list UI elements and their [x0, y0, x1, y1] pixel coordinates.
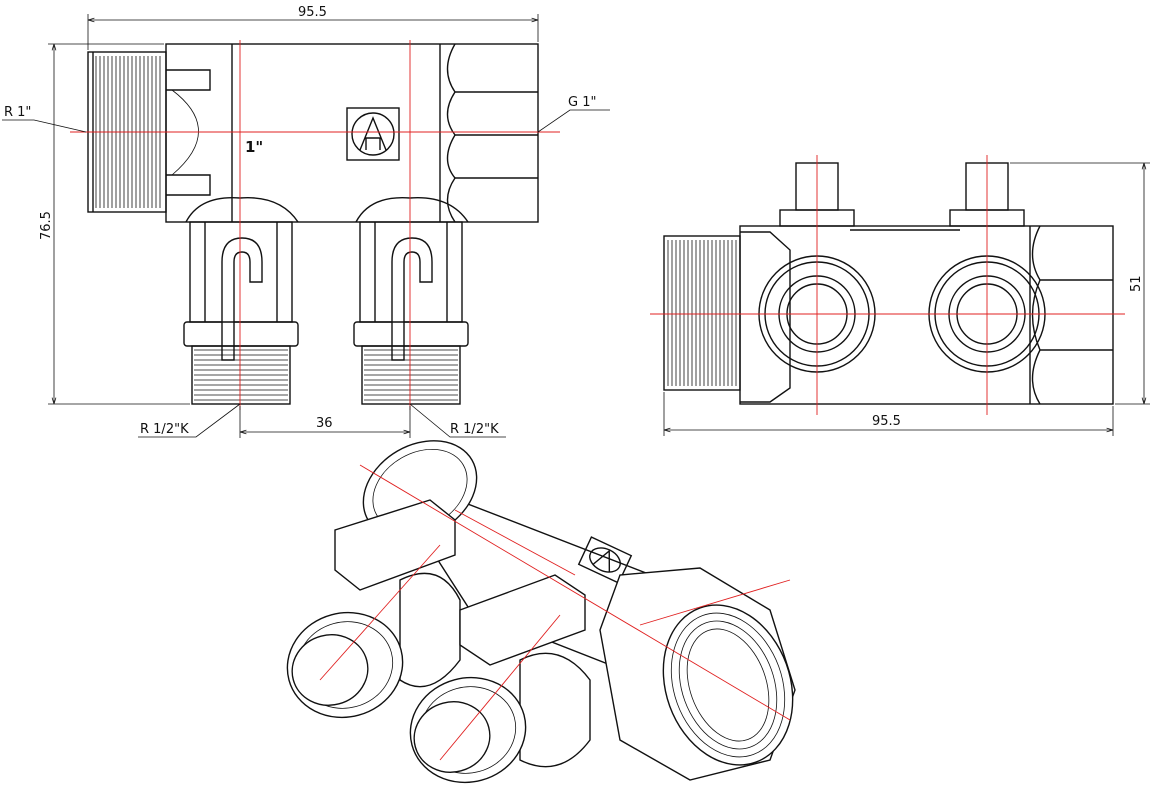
top-view: 95.5 51	[650, 155, 1150, 436]
top-centerlines	[650, 155, 1125, 415]
top-height-dimension: 51	[1129, 275, 1144, 292]
front-centerlines	[70, 40, 560, 410]
outlet-spacing-dimension: 36	[316, 416, 333, 431]
ball-valve-left	[183, 197, 299, 405]
manifold-body: 1"	[165, 43, 539, 223]
top-inlet-thread	[663, 235, 741, 391]
outlet-thread-left-label: R 1/2"K	[140, 422, 189, 437]
top-length-dimension: 95.5	[872, 414, 901, 429]
front-height-dimension: 76.5	[39, 211, 54, 240]
iso-logo-icon	[577, 536, 633, 584]
top-dimensions: 95.5 51	[663, 162, 1150, 436]
ball-valve-right	[353, 197, 469, 405]
top-body	[739, 162, 1114, 405]
front-length-dimension: 95.5	[298, 5, 327, 20]
female-thread-label: G 1"	[568, 95, 596, 110]
isometric-view	[286, 440, 796, 784]
inlet-thread-label: R 1"	[4, 105, 31, 120]
brand-logo-icon	[346, 107, 400, 161]
outlet-thread-right-label: R 1/2"K	[450, 422, 499, 437]
front-view: 1"	[2, 5, 610, 438]
front-dimensions: 95.5 76.5 36 R 1" G 1" R 1/2"K R 1/2"K	[2, 5, 610, 438]
body-size-marking: 1"	[245, 138, 263, 156]
